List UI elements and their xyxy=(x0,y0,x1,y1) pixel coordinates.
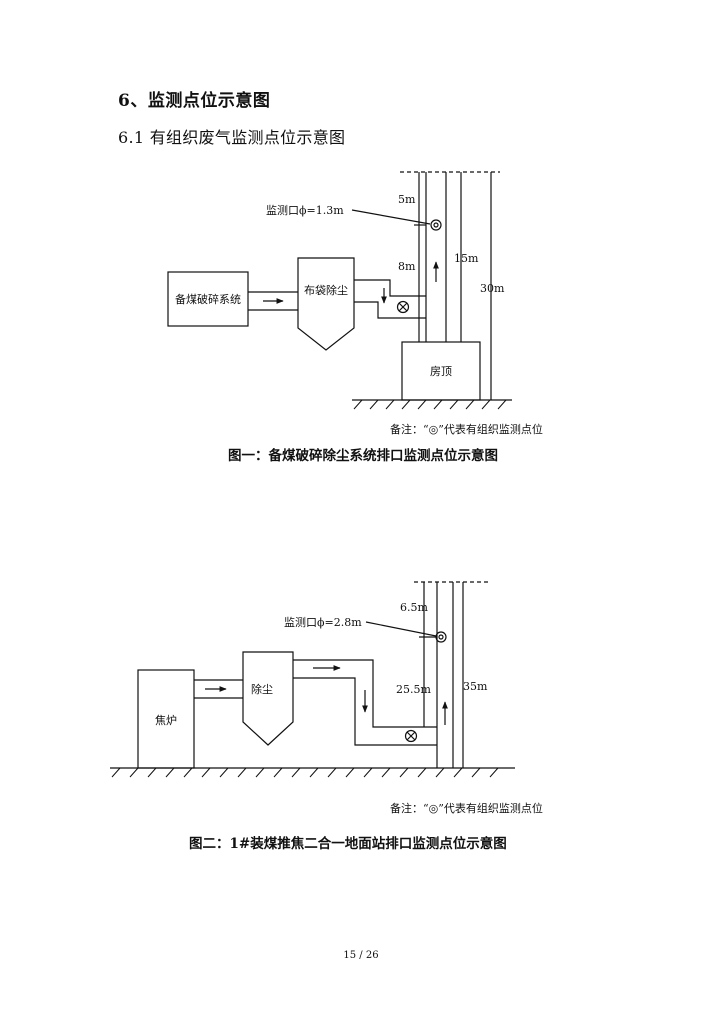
figure2-source-label: 焦炉 xyxy=(155,714,177,727)
figure1-monitor-point-icon xyxy=(430,219,442,231)
figure1-caption: 图一：备煤破碎除尘系统排口监测点位示意图 xyxy=(228,448,498,464)
figure1-source-box xyxy=(167,271,249,327)
figure1-dust-collector xyxy=(297,257,355,351)
figure2-dust-label: 除尘 xyxy=(251,682,273,696)
figure1-dim-top: 5m xyxy=(398,193,416,206)
figure2-note: 备注：“◎”代表有组织监测点位 xyxy=(390,802,543,815)
section-title: 6、监测点位示意图 xyxy=(118,91,271,111)
figure1-source-label: 备煤破碎系统 xyxy=(175,292,241,306)
page-number: 15 / 26 xyxy=(343,950,379,961)
figure1-dim-mid: 8m xyxy=(398,260,416,273)
figure1-diagram xyxy=(167,171,512,410)
figure2-sample-label: 监测口ϕ=2.8m xyxy=(284,616,362,629)
figure2-dim-mid: 25.5m xyxy=(396,683,431,696)
figure2-valve-icon xyxy=(404,729,418,743)
figure2-dust-collector xyxy=(242,651,294,746)
figure1-dim-total: 30m xyxy=(480,282,505,295)
figure1-note: 备注：“◎”代表有组织监测点位 xyxy=(390,423,543,436)
figure1-sample-label: 监测口ϕ=1.3m xyxy=(266,204,344,217)
figure2-dim-top: 6.5m xyxy=(400,601,428,614)
figure1-dim-stack: 15m xyxy=(454,252,479,265)
figure2-caption: 图二：1#装煤推焦二合一地面站排口监测点位示意图 xyxy=(189,836,507,852)
section-subtitle: 6.1 有组织废气监测点位示意图 xyxy=(118,128,346,147)
figure2-dim-total: 35m xyxy=(463,680,488,693)
figure1-dust-label: 布袋除尘 xyxy=(304,283,348,297)
figure2-diagram xyxy=(110,581,515,778)
figure1-roof-label: 房顶 xyxy=(430,365,452,378)
figure1-valve-icon xyxy=(396,300,410,314)
